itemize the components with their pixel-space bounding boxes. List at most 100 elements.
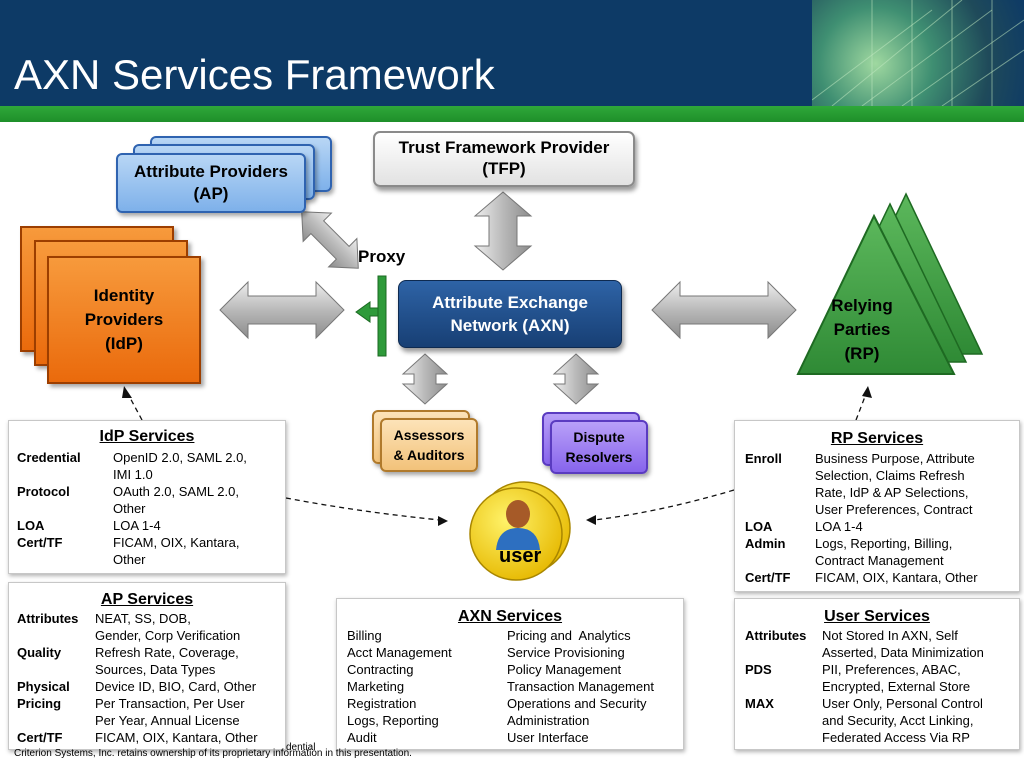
idp-row-protocol-value2: Other: [113, 501, 146, 516]
rp-row-admin-value: Logs, Reporting, Billing,: [815, 536, 953, 551]
axn-services-panel: AXN Services Billing Acct Management Con…: [336, 598, 684, 750]
user-services-title: User Services: [824, 608, 930, 625]
user-label: user: [499, 545, 542, 567]
idp-dash-head: [122, 386, 132, 398]
proxy-label: Proxy: [358, 247, 406, 266]
idp-row-credential-value: OpenID 2.0, SAML 2.0,: [113, 450, 247, 465]
ap-row-quality-value: Refresh Rate, Coverage,: [95, 645, 239, 660]
page-title: AXN Services Framework: [14, 51, 495, 98]
idp-label-line3: (IdP): [105, 334, 143, 353]
user-icon: [469, 481, 571, 581]
rp-services-panel: RP Services Enroll Business Purpose, Att…: [734, 420, 1020, 592]
axn-right-item: User Interface: [507, 730, 589, 745]
assessors-box: Assessors & Auditors: [380, 418, 478, 472]
idp-label-line1: Identity: [93, 286, 155, 305]
user-row-attributes-value2: Asserted, Data Minimization: [822, 645, 984, 660]
user-row-pds-value2: Encrypted, External Store: [822, 679, 971, 694]
rp-row-enroll-value4: User Preferences, Contract: [815, 502, 973, 517]
idp-row-credential-key: Credential: [17, 450, 81, 465]
ap-box: Attribute Providers (AP): [116, 153, 306, 213]
rp-services-dash: [855, 393, 867, 421]
axn-right-item: Pricing and Analytics: [507, 628, 631, 643]
user-row-pds-key: PDS: [745, 662, 772, 677]
idp-row-cert-value: FICAM, OIX, Kantara,: [113, 535, 240, 550]
ap-services-title: AP Services: [100, 591, 194, 608]
ap-label-line2: (AP): [193, 184, 229, 203]
user-row-max-value2: and Security, Acct Linking,: [822, 713, 974, 728]
rp-row-enroll-value2: Selection, Claims Refresh: [815, 468, 965, 483]
rp-dash-head: [862, 386, 872, 398]
axn-left-item: Billing: [347, 628, 382, 643]
axn-right-item: Service Provisioning: [507, 645, 625, 660]
idp-user-dash-head: [438, 516, 448, 526]
idp-row-loa-value: LOA 1-4: [113, 518, 161, 533]
axn-right-item: Administration: [507, 713, 590, 728]
idp-services-panel: IdP Services Credential OpenID 2.0, SAML…: [8, 420, 286, 574]
ap-label-line1: Attribute Providers: [134, 162, 288, 181]
axn-label-line2: Network (AXN): [450, 316, 570, 335]
idp-row-loa-key: LOA: [17, 518, 45, 533]
ap-row-pricing-value: Per Transaction, Per User: [95, 696, 245, 711]
user-row-attributes-value: Not Stored In AXN, Self: [822, 628, 958, 643]
axn-left-item: Marketing: [347, 679, 405, 694]
idp-row-cert-value2: Other: [113, 552, 146, 567]
rp-row-loa-value: LOA 1-4: [815, 519, 863, 534]
axn-left-item: Acct Management: [347, 645, 452, 660]
assessors-label-line1: Assessors: [393, 427, 465, 443]
tfp-axn-arrow: [473, 191, 533, 271]
header-stripe: [0, 106, 1024, 122]
axn-dispute-arrow: [552, 353, 600, 405]
rp-row-cert-value: FICAM, OIX, Kantara, Other: [815, 570, 978, 585]
assessors-label-line2: & Auditors: [393, 447, 465, 463]
rp-label-line1: Relying: [831, 296, 893, 315]
rp-row-enroll-key: Enroll: [745, 451, 782, 466]
idp-box: Identity Providers (IdP): [47, 256, 201, 384]
idp-row-protocol-value: OAuth 2.0, SAML 2.0,: [113, 484, 239, 499]
rp-row-admin-value2: Contract Management: [815, 553, 944, 568]
axn-rp-arrow: [651, 280, 797, 340]
ap-row-quality-value2: Sources, Data Types: [95, 662, 216, 677]
axn-services-title: AXN Services: [457, 608, 563, 625]
ap-proxy-arrow: [301, 211, 359, 269]
user-services-panel: User Services Attributes Not Stored In A…: [734, 598, 1020, 750]
rp-triangles: [796, 192, 984, 375]
dispute-label-line2: Resolvers: [565, 449, 633, 465]
idp-user-dash: [285, 497, 441, 521]
person-head: [506, 500, 530, 528]
rp-row-loa-key: LOA: [745, 519, 773, 534]
ap-row-pricing-key: Pricing: [17, 696, 62, 711]
ap-row-physical-key: Physical: [17, 679, 70, 694]
person-body: [496, 528, 540, 550]
axn-assessors-arrow: [401, 353, 449, 405]
ap-row-pricing-value2: Per Year, Annual License: [95, 713, 240, 728]
axn-right-item: Policy Management: [507, 662, 622, 677]
user-row-max-value: User Only, Personal Control: [822, 696, 983, 711]
rp-services-title: RP Services: [830, 430, 924, 447]
user-row-pds-value: PII, Preferences, ABAC,: [822, 662, 961, 677]
header-decorative-image: [812, 0, 1024, 106]
rp-label-line2: Parties: [833, 320, 891, 339]
ap-services-panel: AP Services Attributes NEAT, SS, DOB, Ge…: [8, 582, 286, 750]
idp-row-credential-value2: IMI 1.0: [113, 467, 153, 482]
ap-row-attributes-value2: Gender, Corp Verification: [95, 628, 241, 643]
ap-row-physical-value: Device ID, BIO, Card, Other: [95, 679, 257, 694]
rp-label-line3: (RP): [844, 344, 880, 363]
rp-user-dash-head: [586, 515, 596, 525]
axn-label-line1: Attribute Exchange: [432, 293, 588, 312]
user-row-max-key: MAX: [745, 696, 774, 711]
dispute-label-line1: Dispute: [573, 429, 625, 445]
idp-services-dash: [127, 393, 143, 421]
footer-ownership: Criterion Systems, Inc. retains ownershi…: [14, 748, 412, 759]
tfp-label-line2: (TFP): [482, 159, 526, 178]
axn-left-item: Registration: [347, 696, 417, 711]
rp-row-enroll-value3: Rate, IdP & AP Selections,: [815, 485, 969, 500]
idp-row-protocol-key: Protocol: [17, 484, 70, 499]
ap-row-quality-key: Quality: [17, 645, 62, 660]
proxy-bar: [377, 275, 387, 357]
rp-row-admin-key: Admin: [745, 536, 786, 551]
ap-row-attributes-key: Attributes: [17, 611, 79, 626]
idp-services-title: IdP Services: [99, 428, 195, 445]
user-row-attributes-key: Attributes: [745, 628, 807, 643]
idp-label-line2: Providers: [84, 310, 164, 329]
